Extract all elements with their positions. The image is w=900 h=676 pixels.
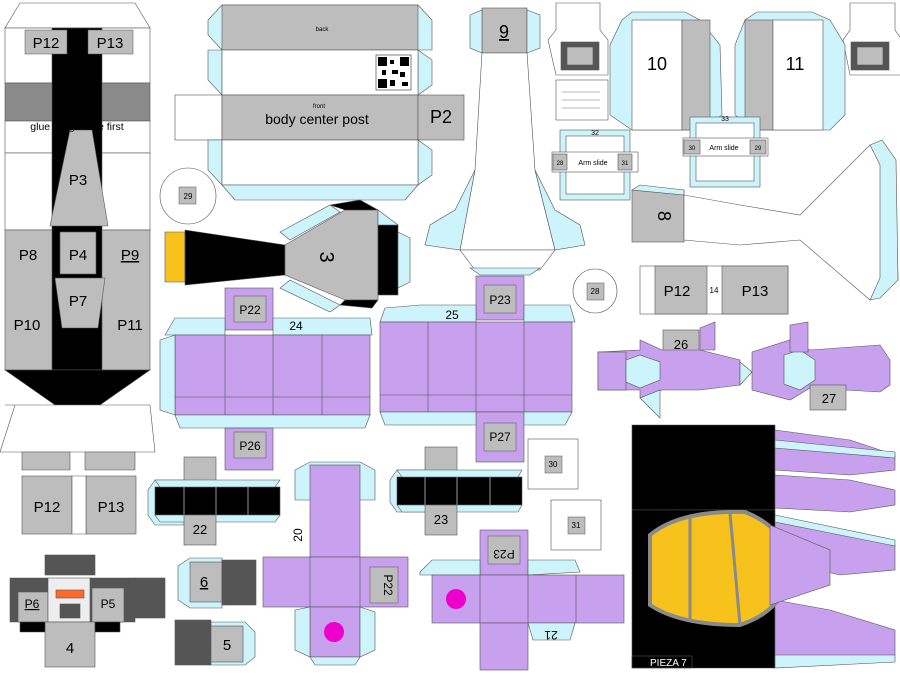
arm-slide-label-32: Arm slide bbox=[578, 160, 607, 167]
part-label-p22-24: P22 bbox=[239, 303, 261, 317]
part-label-27: 27 bbox=[822, 391, 836, 406]
part-label-p8: P8 bbox=[19, 247, 37, 264]
piece-9 bbox=[424, 7, 586, 276]
part-label-32: 32 bbox=[591, 130, 599, 137]
part-label-p4: P4 bbox=[69, 247, 87, 264]
part-label-24: 24 bbox=[289, 319, 303, 333]
part-label-28: 28 bbox=[591, 287, 600, 296]
arm-slide-33 bbox=[682, 116, 769, 188]
part-label-26: 26 bbox=[674, 337, 688, 352]
piece-10 bbox=[547, 2, 723, 131]
part-label-11: 11 bbox=[786, 54, 805, 74]
part-label-29: 29 bbox=[184, 192, 193, 201]
part-label-p13-top: P13 bbox=[97, 35, 124, 52]
arm-slide-label-33: Arm slide bbox=[709, 145, 738, 152]
part-label-10: 10 bbox=[647, 54, 667, 74]
piece-7 bbox=[631, 424, 896, 669]
part-label-23: 23 bbox=[434, 512, 448, 527]
piece-23 bbox=[389, 446, 523, 536]
magenta-dot-21 bbox=[446, 589, 466, 609]
body-center-post-piece bbox=[174, 4, 465, 201]
part-label-5: 5 bbox=[223, 637, 231, 654]
part-label-p7: P7 bbox=[69, 293, 87, 310]
part-label-p3: P3 bbox=[69, 172, 87, 189]
part-label-p12-top: P12 bbox=[33, 35, 60, 52]
part-label-p23-21: P23 bbox=[493, 547, 515, 561]
part-label-p9: P9 bbox=[121, 247, 139, 264]
part-label-31-small: 31 bbox=[622, 161, 629, 167]
part-label-14: 14 bbox=[710, 286, 719, 295]
part-label-30-small: 30 bbox=[689, 146, 696, 152]
part-label-p12-strip: P12 bbox=[664, 283, 691, 300]
part-label-p10: P10 bbox=[14, 317, 41, 334]
piece-21 bbox=[419, 529, 625, 671]
magenta-dot-20 bbox=[324, 622, 344, 642]
part-label-22: 22 bbox=[193, 522, 207, 537]
part-label-6: 6 bbox=[200, 574, 208, 591]
part-label-28-small: 28 bbox=[557, 161, 564, 167]
arm-slide-32 bbox=[551, 129, 639, 201]
back-label: back bbox=[316, 27, 330, 33]
pieza-7-label: PIEZA 7 bbox=[650, 658, 687, 669]
piece-5 bbox=[174, 619, 256, 666]
part-label-p6: P6 bbox=[25, 597, 40, 611]
body-center-post-label: body center post bbox=[265, 111, 369, 127]
part-label-p5: P5 bbox=[101, 597, 116, 611]
part-label-p26: P26 bbox=[239, 439, 261, 453]
part-label-31: 31 bbox=[572, 521, 581, 530]
part-label-21: 21 bbox=[544, 628, 558, 642]
part-label-p22-20: P22 bbox=[381, 574, 395, 596]
part-label-p13-bottom: P13 bbox=[98, 499, 125, 516]
piece-11 bbox=[734, 2, 900, 131]
part-label-p11: P11 bbox=[117, 317, 143, 334]
piece-25 bbox=[379, 275, 576, 463]
part-label-9: 9 bbox=[499, 22, 509, 42]
part-label-p2: P2 bbox=[430, 107, 452, 127]
piece-26 bbox=[597, 321, 753, 419]
qr-code-icon bbox=[375, 54, 412, 91]
piece-24 bbox=[159, 287, 373, 471]
part-label-p23-25: P23 bbox=[489, 293, 511, 307]
part-label-p27: P27 bbox=[489, 430, 511, 444]
piece-4 bbox=[9, 554, 166, 668]
part-label-8: 8 bbox=[654, 211, 674, 221]
front-label: front bbox=[313, 104, 325, 110]
part-label-25: 25 bbox=[445, 308, 459, 322]
piece-6 bbox=[177, 557, 257, 609]
part-label-33: 33 bbox=[721, 116, 729, 123]
piece-3 bbox=[164, 199, 411, 313]
piece-27 bbox=[751, 321, 891, 411]
part-label-p12-bottom: P12 bbox=[34, 499, 61, 516]
strip-14 bbox=[639, 265, 789, 315]
piece-8 bbox=[631, 139, 899, 301]
part-label-30: 30 bbox=[549, 460, 558, 469]
part-label-p13-strip: P13 bbox=[742, 283, 769, 300]
piece-22 bbox=[147, 456, 281, 546]
glue-wings-note: glue wings here first bbox=[30, 121, 123, 133]
torso-piece bbox=[0, 2, 156, 535]
part-label-29-small: 29 bbox=[755, 146, 762, 152]
part-label-4: 4 bbox=[66, 640, 74, 657]
part-label-3: 3 bbox=[315, 251, 337, 262]
part-label-20: 20 bbox=[291, 528, 305, 542]
